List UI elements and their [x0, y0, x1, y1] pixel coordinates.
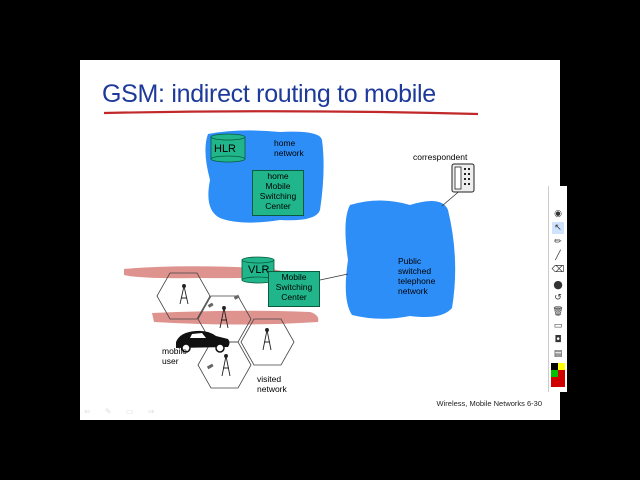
faint-slide-tools[interactable]: ⇐ ✎ ▭ ⇒: [84, 407, 161, 416]
phone-2: [233, 294, 240, 300]
monitor-icon[interactable]: ▭: [553, 321, 563, 331]
vlr-label: VLR: [248, 264, 270, 276]
slide-footer: Wireless, Mobile Networks 6-30: [436, 399, 542, 408]
correspondent-label: correspondent: [413, 152, 468, 162]
tower-2: [219, 306, 229, 329]
network-diagram: [124, 130, 475, 389]
dot-icon[interactable]: ●: [553, 277, 563, 291]
eraser-icon[interactable]: ⌫: [551, 265, 565, 275]
pointer-icon[interactable]: ↖: [552, 222, 564, 234]
eye-icon[interactable]: ◉: [554, 209, 562, 219]
pstn-cloud: [345, 200, 456, 319]
line-icon[interactable]: ╱: [555, 251, 561, 261]
trash-icon[interactable]: 🗑: [552, 307, 564, 317]
hlr-label: HLR: [214, 143, 237, 155]
annotation-toolbar: ◉ ↖ ✏ ╱ ⌫ ● ↺ 🗑 ▭ ◘ ▤: [548, 186, 567, 392]
tower-4: [221, 354, 231, 377]
home-msc-box: home Mobile Switching Center: [252, 170, 304, 216]
mobile-user-label: mobile user: [162, 346, 188, 366]
slide: GSM: indirect routing to mobile: [80, 60, 560, 420]
hlr-cylinder: [210, 133, 246, 163]
slide-title: GSM: indirect routing to mobile: [102, 80, 436, 108]
highlight-stroke-bottom: [152, 310, 319, 325]
color-swatch-black[interactable]: [551, 363, 558, 370]
camera-icon[interactable]: ◘: [554, 335, 562, 345]
car-icon: [176, 330, 230, 353]
pstn-label: Public switched telephone network: [398, 256, 436, 296]
vlr-cylinder: [241, 256, 275, 284]
color-swatch-green[interactable]: [551, 370, 558, 377]
color-swatch-red[interactable]: [558, 370, 565, 377]
visited-msc-box: Mobile Switching Center: [268, 271, 320, 307]
cell-1: [156, 272, 211, 320]
phone-3: [206, 363, 214, 370]
title-underline: [103, 110, 479, 116]
home-network-label: home network: [274, 138, 304, 158]
clipboard-icon[interactable]: ▤: [553, 349, 563, 359]
link-msc-pstn: [319, 273, 349, 281]
active-color-indicator[interactable]: [551, 377, 565, 387]
pencil-icon[interactable]: ✏: [554, 237, 562, 247]
visited-network-label: visited network: [257, 374, 287, 394]
telephone-icon: [451, 163, 475, 193]
cell-4: [197, 341, 252, 389]
tower-1: [179, 284, 189, 305]
phone-1: [207, 302, 214, 308]
cell-3: [240, 318, 295, 366]
color-swatch-yellow[interactable]: [558, 363, 565, 370]
undo-icon[interactable]: ↺: [554, 293, 562, 303]
tower-3: [262, 328, 272, 351]
